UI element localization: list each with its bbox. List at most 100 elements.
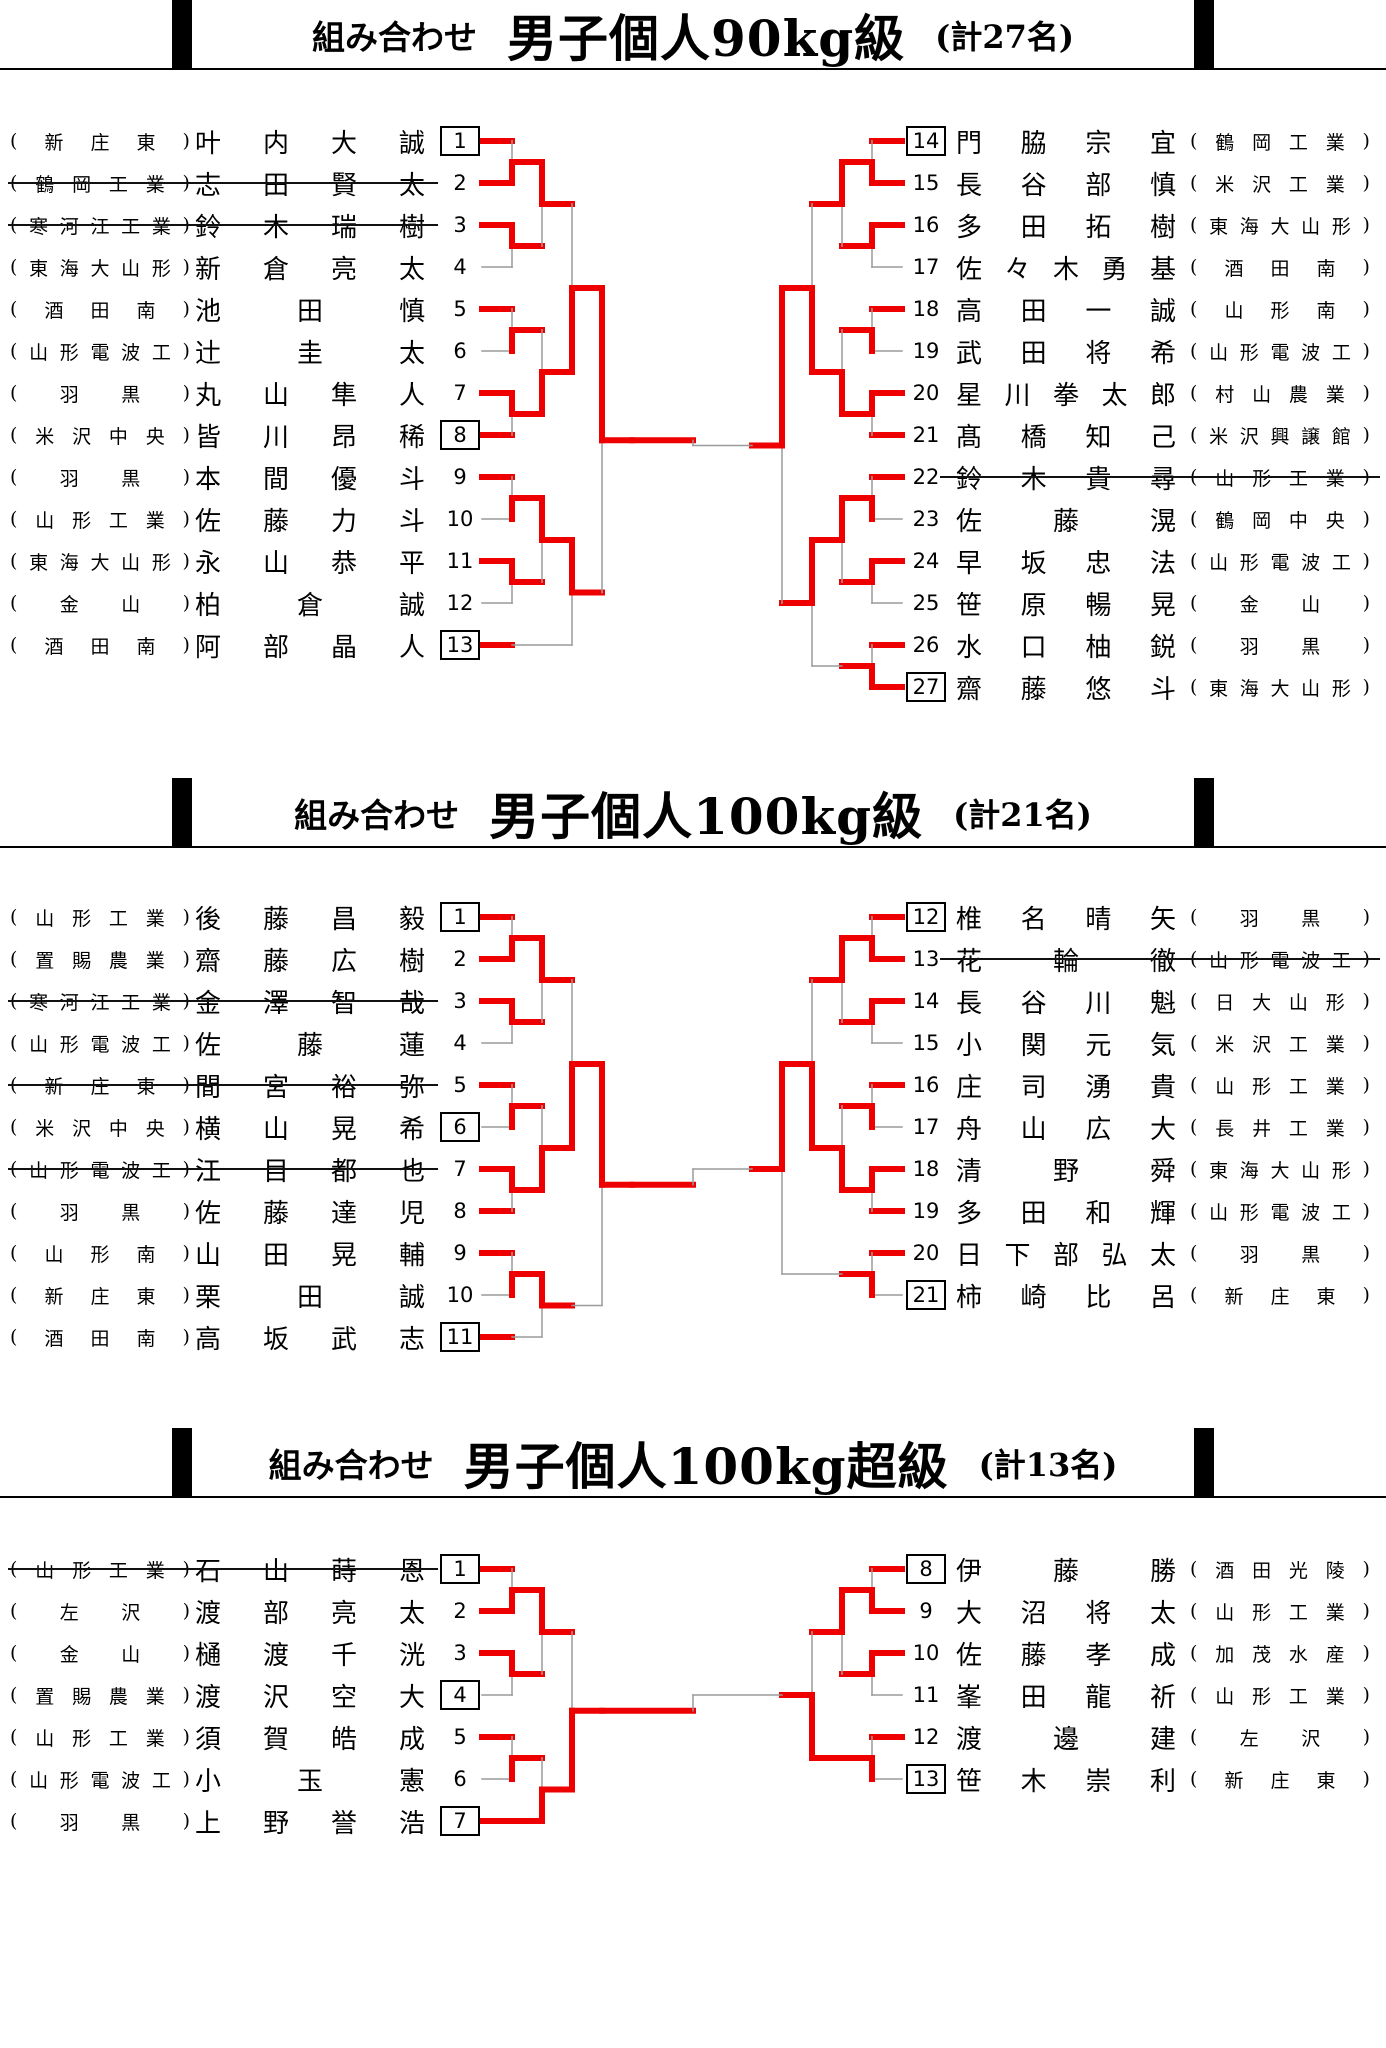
draw-number: 2 [453,1599,467,1623]
entrant-name: 佐藤達児 [195,1198,425,1229]
withdrawn-strike [940,476,1380,478]
school-name: (鶴岡工業) [1190,130,1370,154]
weight-class-title: 男子個人90kg級 [506,9,906,68]
draw-number: 19 [912,1199,940,1223]
bracket-lines [479,1566,905,1824]
entrant-name: 多田和輝 [956,1198,1176,1229]
draw-number: 21 [912,423,940,447]
entrant-name: 栗田誠 [195,1282,425,1313]
entrant-name: 椎名晴矢 [956,904,1176,935]
entrant-name: 齋藤広樹 [195,946,425,977]
entrant-name: 柏倉誠 [195,590,425,621]
draw-number: 9 [919,1599,933,1623]
school-name: (羽黒) [1190,906,1370,930]
draw-number: 27 [906,672,946,702]
title-prefix: 組み合わせ [268,1446,434,1485]
draw-number: 14 [906,126,946,156]
entrant-name: 江目都也 [195,1156,425,1187]
participant-count: (計13名) [978,1446,1118,1484]
school-name: (置賜農業) [10,1684,190,1708]
school-name: (山形電波工) [10,340,190,364]
draw-number: 6 [453,339,467,363]
draw-number: 3 [453,989,467,1013]
title-prefix: 組み合わせ [294,796,460,835]
draw-number: 8 [440,420,480,450]
school-name: (東海大山形) [10,256,190,280]
draw-number: 11 [446,549,474,573]
school-name: (酒田南) [10,298,190,322]
entrant-name: 本間優斗 [195,464,425,495]
school-name: (山形工業) [10,906,190,930]
school-name: (羽黒) [1190,1242,1370,1266]
draw-number: 12 [446,591,474,615]
draw-number: 18 [912,297,940,321]
draw-number: 15 [912,1031,940,1055]
draw-number: 11 [440,1322,480,1352]
school-name: (山形電波工) [10,1768,190,1792]
school-name: (東海大山形) [1190,676,1370,700]
weight-class-title: 男子個人100kg級 [489,787,924,846]
entrant-name: 笹原暢晃 [956,590,1176,621]
entrant-name: 阿部晶人 [195,632,425,663]
banner-bar-left [172,1428,192,1498]
entrant-name: 小玉憲 [195,1766,425,1797]
entrant-name: 永山恭平 [195,548,425,579]
school-name: (羽黒) [1190,634,1370,658]
draw-number: 10 [446,1283,474,1307]
school-name: (山形電波工) [1190,340,1370,364]
entrant-name: 丸山隼人 [195,380,425,411]
entrant-name: 樋渡千洸 [195,1640,425,1671]
school-name: (東海大山形) [1190,1158,1370,1182]
entrant-name: 鈴木瑞樹 [195,212,425,243]
entrant-name: 清野舜 [956,1156,1176,1187]
school-name: (金山) [10,592,190,616]
entrant-name: 武田将希 [956,338,1176,369]
draw-number: 1 [440,1554,480,1584]
participant-count: (計27名) [935,18,1074,56]
entrant-name: 齋藤悠斗 [956,674,1176,705]
school-name: (山形工業) [1190,1600,1370,1624]
banner-bar-right [1194,0,1214,70]
entrant-name: 池田慎 [195,296,425,327]
draw-number: 16 [912,1073,940,1097]
draw-number: 21 [906,1280,946,1310]
school-name: (酒田南) [10,634,190,658]
school-name: (羽黒) [10,382,190,406]
school-name: (米沢工業) [1190,172,1370,196]
entrant-name: 鈴木貴尋 [956,464,1176,495]
entrant-name: 水口柚鋭 [956,632,1176,663]
draw-number: 20 [912,1241,940,1265]
entrant-name: 柿崎比呂 [956,1282,1176,1313]
entrant-name: 多田拓樹 [956,212,1176,243]
draw-number: 2 [453,171,467,195]
